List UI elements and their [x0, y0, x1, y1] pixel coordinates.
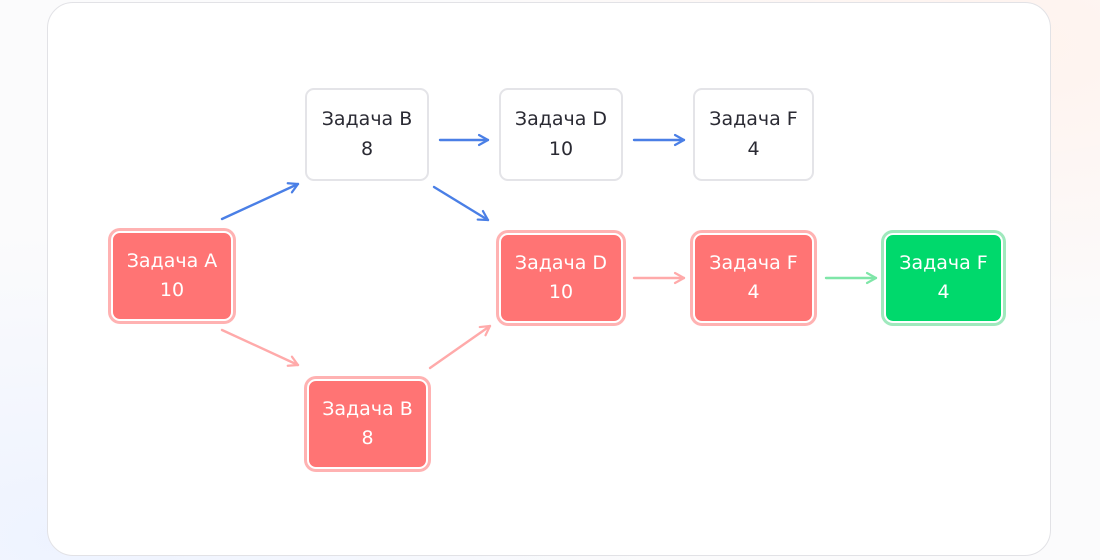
node-value: 8: [361, 427, 374, 449]
node-value: 4: [747, 281, 760, 303]
node-label: Задача A: [126, 249, 218, 272]
node-final-task-f: Задача F 4: [884, 233, 1003, 323]
node-critical-task-d: Задача D 10: [499, 233, 623, 323]
node-value: 10: [548, 281, 574, 303]
node-label: Задача D: [514, 251, 608, 274]
node-value: 10: [548, 137, 574, 160]
node-top-task-b: Задача B 8: [305, 88, 429, 181]
node-value: 8: [360, 137, 374, 160]
node-label: Задача F: [709, 108, 798, 131]
node-value: 4: [937, 281, 950, 303]
node-label: Задача D: [514, 108, 608, 131]
edge-top-b-to-crit-d: [432, 185, 490, 222]
node-critical-task-f: Задача F 4: [693, 233, 814, 323]
edge-crit-b-to-crit-d: [428, 324, 492, 370]
node-label: Задача F: [899, 251, 988, 274]
edge-a-to-top-b: [220, 182, 300, 221]
node-label: Задача B: [322, 397, 413, 420]
node-critical-task-b: Задача B 8: [307, 379, 428, 469]
node-label: Задача F: [709, 251, 798, 274]
node-top-task-f: Задача F 4: [693, 88, 814, 181]
node-top-task-d: Задача D 10: [499, 88, 623, 181]
node-value: 10: [159, 279, 185, 301]
node-label: Задача B: [321, 108, 413, 131]
node-critical-task-a: Задача A 10: [111, 231, 233, 321]
edge-a-to-crit-b: [220, 328, 300, 367]
node-value: 4: [747, 137, 760, 160]
